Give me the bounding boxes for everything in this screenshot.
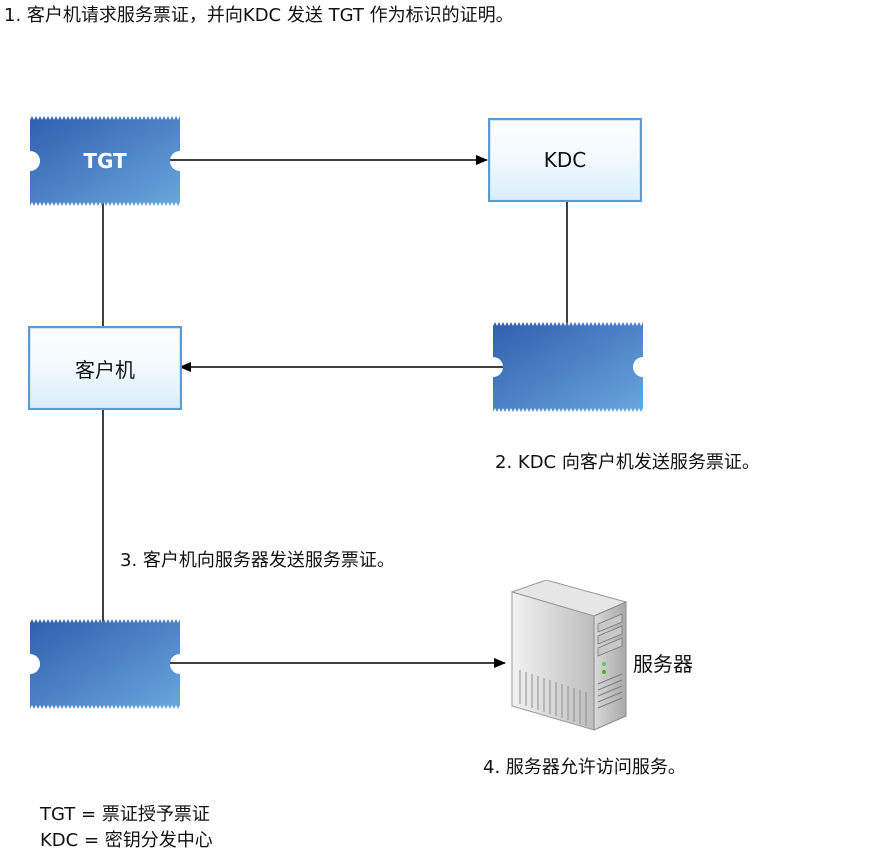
step1-text: 1. 客户机请求服务票证，并向KDC 发送 TGT 作为标识的证明。 [4,5,514,26]
client-label: 客户机 [75,357,135,382]
step4-text: 4. 服务器允许访问服务。 [483,757,686,778]
legend-tgt: TGT = 票证授予票证 [40,804,210,825]
service-ticket-client [30,619,180,709]
ticket-body [30,619,180,709]
tgt-ticket: TGT [30,116,180,206]
ticket-body [30,116,180,206]
ticket-shape [30,619,180,709]
ticket-shape [30,116,180,206]
tgt-ticket-label: TGT [83,149,127,173]
step2-text: 2. KDC 向客户机发送服务票证。 [495,452,760,473]
legend-kdc: KDC = 密钥分发中心 [40,830,213,851]
server-label: 服务器 [633,652,693,676]
ticket-shape [493,322,643,412]
step3-text: 3. 客户机向服务器发送服务票证。 [120,550,395,571]
kdc-label: KDC [543,148,587,172]
kdc-box: KDC [488,118,642,202]
server-icon [510,580,628,731]
service-ticket-kdc [493,322,643,412]
ticket-body [493,322,643,412]
client-box: 客户机 [28,326,182,410]
